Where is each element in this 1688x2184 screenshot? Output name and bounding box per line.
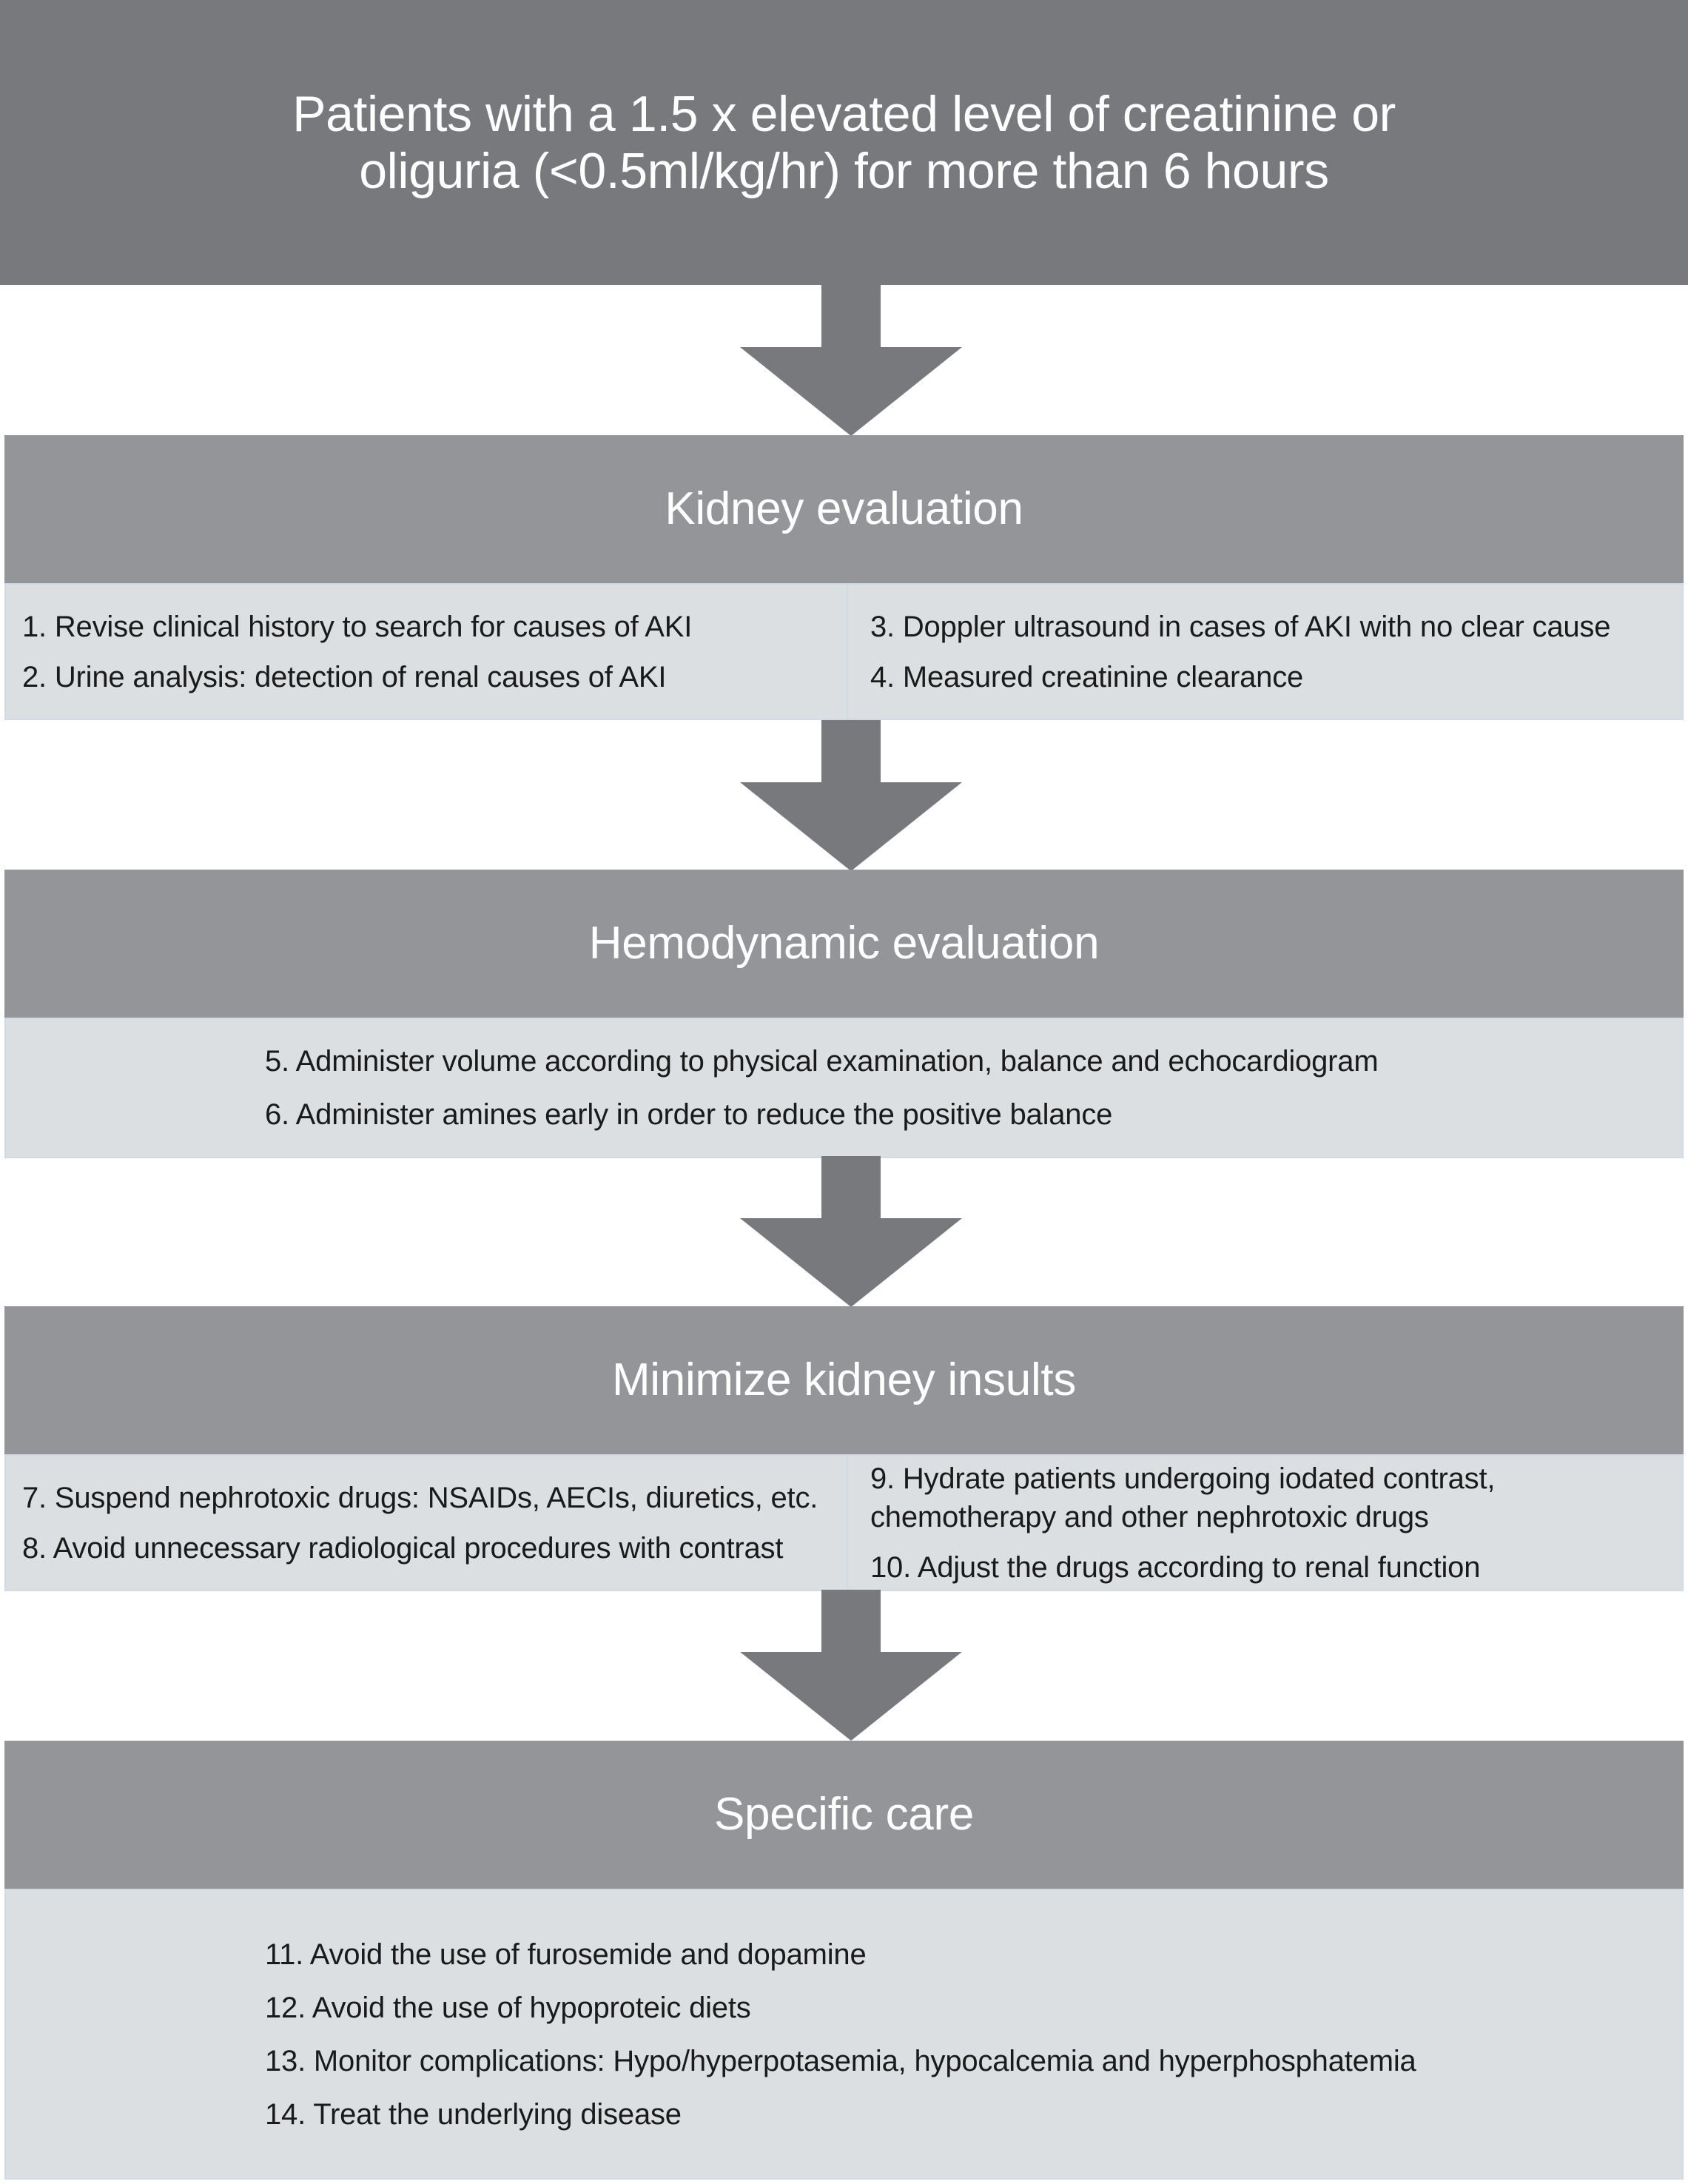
list-column-right: 9. Hydrate patients undergoing iodated c… [847, 1456, 1682, 1590]
list-item: 2. Urine analysis: detection of renal ca… [22, 660, 667, 693]
arrow-minimize-to-specific [740, 1590, 962, 1741]
section-title: Minimize kidney insults [611, 1354, 1077, 1405]
list-item: 10. Adjust the drugs according to renal … [870, 1550, 1481, 1584]
section-list-minimize-kidney-insults: 7. Suspend nephrotoxic drugs: NSAIDs, AE… [4, 1454, 1684, 1591]
arrow-kidney-to-hemodynamic [740, 720, 962, 871]
list-item: 6. Administer amines early in order to r… [265, 1098, 1113, 1131]
list-column-full: 5. Administer volume according to physic… [6, 1019, 1682, 1157]
list-column-full: 11. Avoid the use of furosemide and dopa… [6, 1890, 1682, 2178]
section-kidney-evaluation: Kidney evaluation 1. Revise clinical his… [4, 435, 1684, 720]
arrow-entry-to-kidney [740, 285, 962, 436]
entry-criteria-line-2: oliguria (<0.5ml/kg/hr) for more than 6 … [359, 142, 1329, 199]
list-column-left: 7. Suspend nephrotoxic drugs: NSAIDs, AE… [6, 1456, 847, 1590]
list-item: 3. Doppler ultrasound in cases of AKI wi… [870, 610, 1611, 643]
section-header-minimize-kidney-insults: Minimize kidney insults [4, 1306, 1684, 1454]
section-header-hemodynamic-evaluation: Hemodynamic evaluation [4, 870, 1684, 1018]
list-item: 13. Monitor complications: Hypo/hyperpot… [265, 2044, 1416, 2077]
list-item: 11. Avoid the use of furosemide and dopa… [265, 1938, 867, 1971]
section-title: Hemodynamic evaluation [588, 918, 1100, 969]
list-item: 1. Revise clinical history to search for… [22, 610, 693, 643]
list-item: 5. Administer volume according to physic… [265, 1045, 1379, 1078]
section-specific-care: Specific care 11. Avoid the use of furos… [4, 1741, 1684, 2180]
section-title: Specific care [713, 1789, 975, 1840]
list-item: 12. Avoid the use of hypoproteic diets [265, 1991, 751, 2024]
arrow-hemodynamic-to-minimize [740, 1156, 962, 1307]
section-list-kidney-evaluation: 1. Revise clinical history to search for… [4, 583, 1684, 720]
section-header-kidney-evaluation: Kidney evaluation [4, 435, 1684, 583]
section-header-specific-care: Specific care [4, 1741, 1684, 1889]
section-minimize-kidney-insults: Minimize kidney insults 7. Suspend nephr… [4, 1306, 1684, 1591]
list-item: 9. Hydrate patients undergoing iodated c… [870, 1462, 1496, 1533]
section-title: Kidney evaluation [665, 483, 1023, 534]
list-item: 14. Treat the underlying disease [265, 2097, 682, 2131]
list-item: 7. Suspend nephrotoxic drugs: NSAIDs, AE… [22, 1481, 818, 1514]
entry-criteria-line-1: Patients with a 1.5 x elevated level of … [292, 86, 1396, 143]
list-item: 8. Avoid unnecessary radiological proced… [22, 1531, 784, 1565]
list-column-right: 3. Doppler ultrasound in cases of AKI wi… [847, 585, 1682, 719]
list-column-left: 1. Revise clinical history to search for… [6, 585, 847, 719]
list-item: 4. Measured creatinine clearance [870, 660, 1304, 693]
entry-criteria-banner: Patients with a 1.5 x elevated level of … [0, 0, 1688, 285]
section-list-hemodynamic-evaluation: 5. Administer volume according to physic… [4, 1018, 1684, 1158]
section-list-specific-care: 11. Avoid the use of furosemide and dopa… [4, 1889, 1684, 2180]
section-hemodynamic-evaluation: Hemodynamic evaluation 5. Administer vol… [4, 870, 1684, 1158]
